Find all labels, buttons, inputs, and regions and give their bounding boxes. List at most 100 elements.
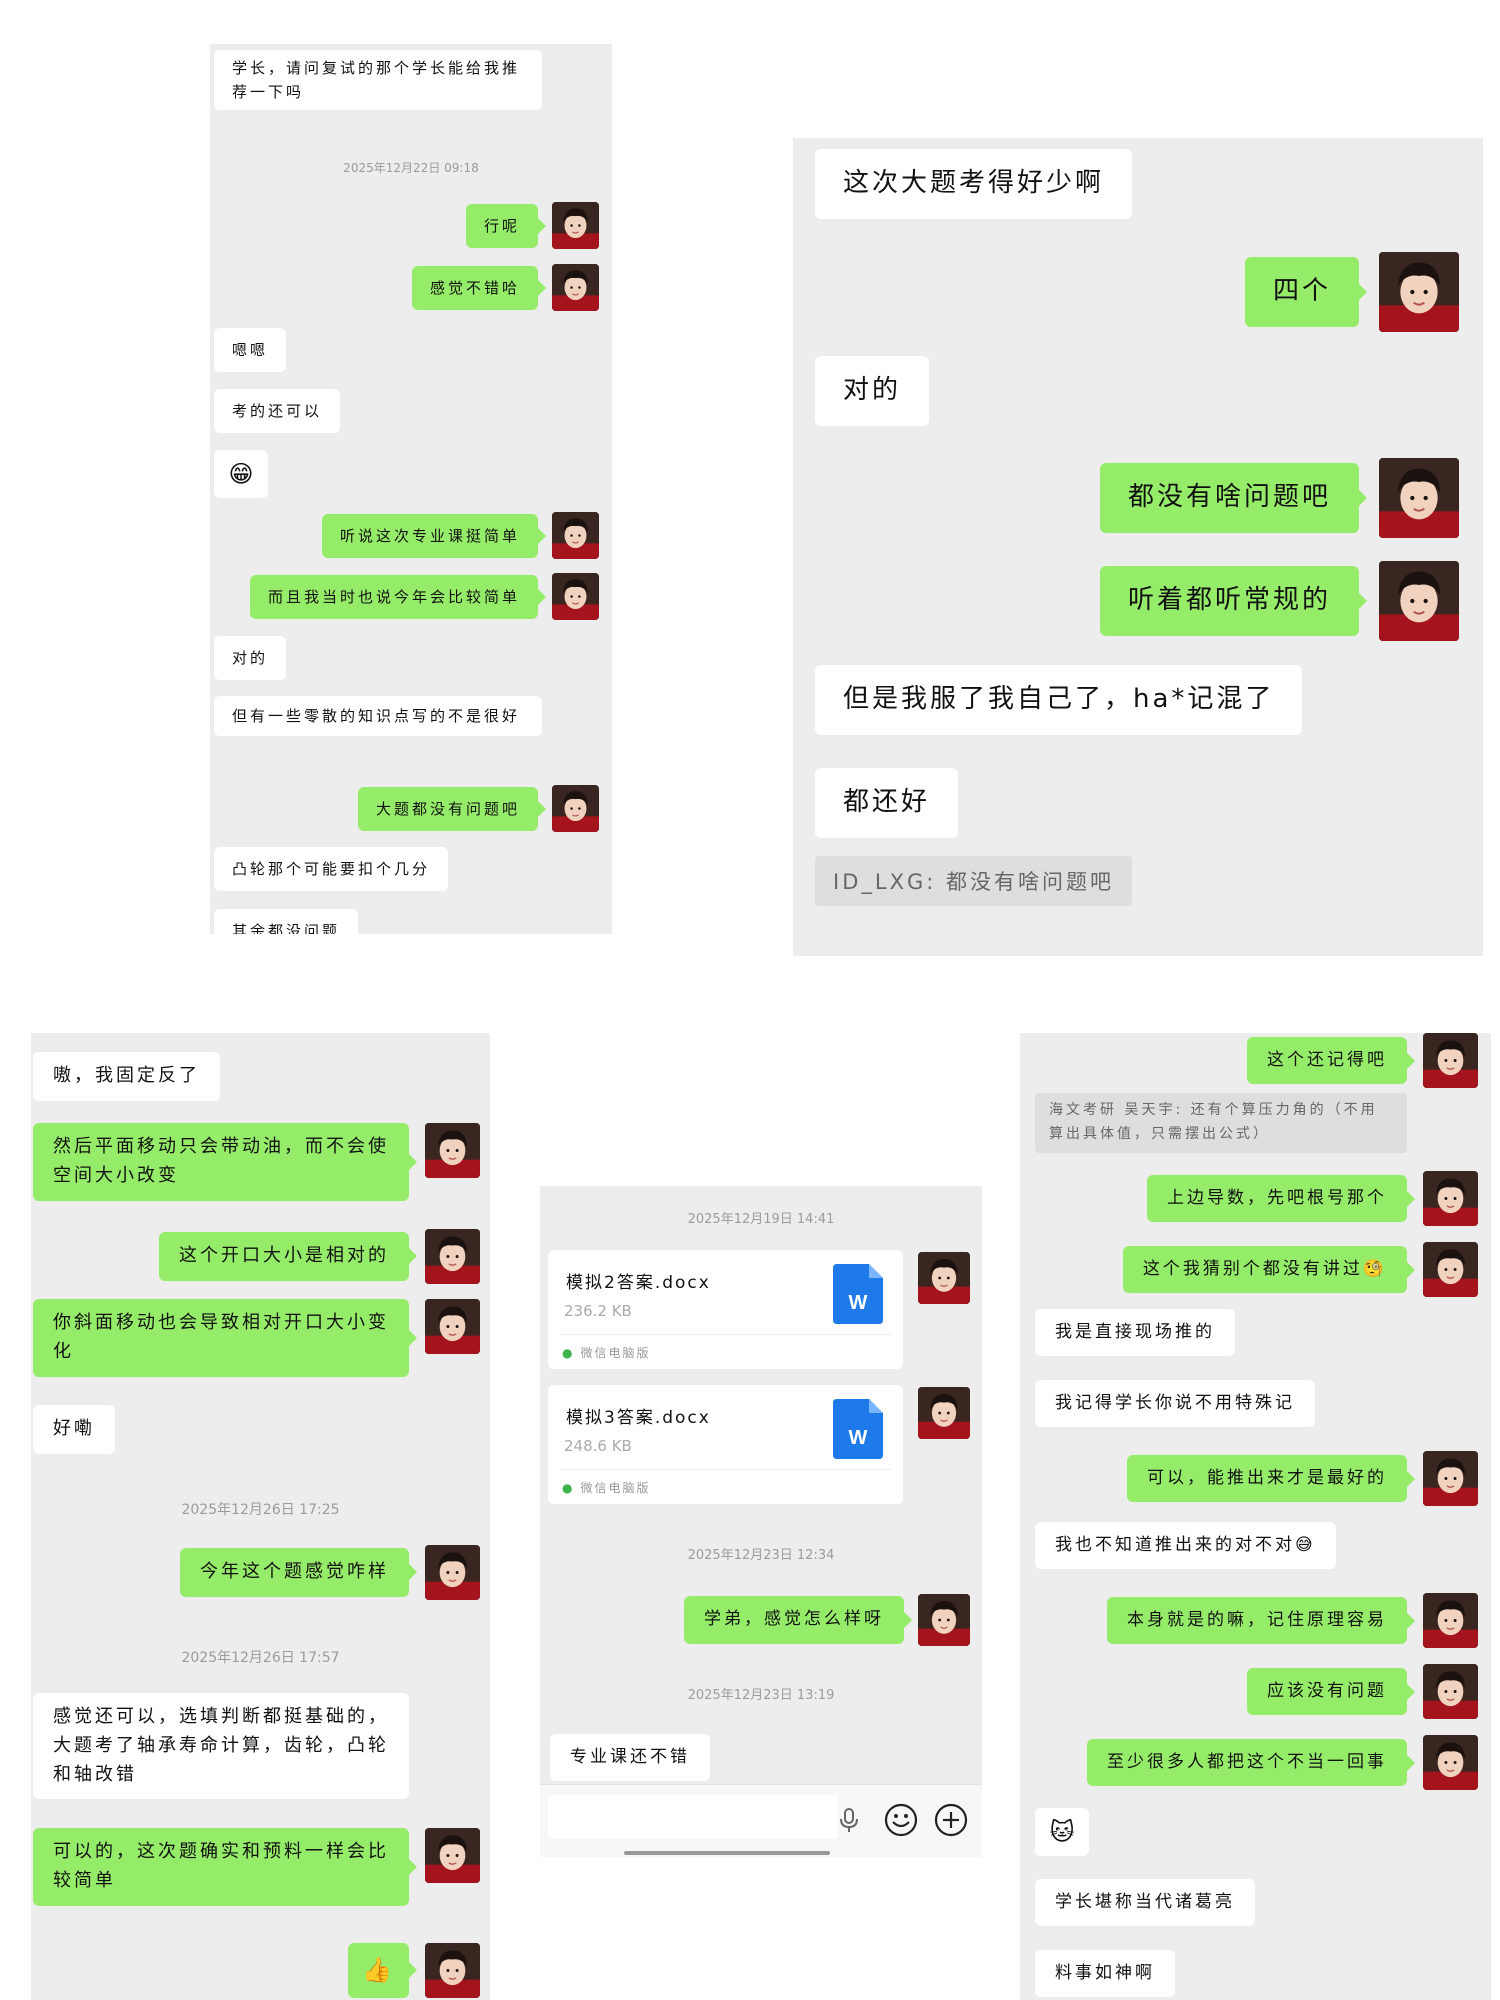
message-bubble: 这个我猜别个都没有讲过🧐 — [1122, 1245, 1416, 1294]
avatar[interactable] — [1423, 1171, 1478, 1226]
avatar[interactable] — [425, 1943, 480, 1998]
message-bubble: 都还好 — [815, 768, 959, 838]
message-bubble: 其余都没问题 — [214, 909, 359, 934]
chat-panel-4: 2025年12月19日 14:41 模拟2答案.docx 236.2 KB ●微… — [540, 1186, 982, 1857]
avatar[interactable] — [425, 1229, 480, 1284]
quoted-reply[interactable]: 海文考研 吴天宇: 还有个算压力角的（不用算出具体值，只需摆出公式） — [1035, 1093, 1407, 1153]
message-bubble: 料事如神啊 — [1035, 1950, 1175, 1998]
message-bubble: 但有一些零散的知识点写的不是很好 — [214, 696, 542, 736]
message-bubble: 嗯嗯 — [214, 328, 287, 372]
home-indicator — [624, 1851, 830, 1855]
message-bubble: 我也不知道推出来的对不对😅 — [1035, 1522, 1336, 1570]
message-bubble: 感觉还可以，选填判断都挺基础的，大题考了轴承寿命计算，齿轮，凸轮和轴改错 — [33, 1693, 409, 1800]
emoji-message: 🐱 — [1035, 1808, 1089, 1856]
message-bubble: 凸轮那个可能要扣个几分 — [214, 847, 449, 891]
message-bubble: 嗷，我固定反了 — [33, 1052, 220, 1101]
message-bubble: 专业课还不错 — [550, 1734, 710, 1782]
message-bubble: 行呢 — [465, 203, 547, 248]
message-bubble: 听说这次专业课挺简单 — [321, 513, 547, 558]
message-bubble: 大题都没有问题吧 — [357, 786, 547, 831]
timestamp: 2025年12月22日 09:18 — [343, 161, 479, 175]
avatar[interactable] — [1379, 561, 1459, 641]
message-bubble: 好嘞 — [33, 1405, 115, 1454]
timestamp: 2025年12月26日 17:57 — [181, 1650, 340, 1666]
avatar[interactable] — [425, 1299, 480, 1354]
avatar[interactable] — [918, 1252, 970, 1304]
file-name: 模拟3答案.docx — [566, 1408, 711, 1428]
avatar[interactable] — [1423, 1033, 1478, 1088]
avatar[interactable] — [552, 785, 599, 832]
mic-icon[interactable] — [838, 1807, 860, 1833]
timestamp: 2025年12月19日 14:41 — [687, 1212, 835, 1227]
avatar[interactable] — [425, 1545, 480, 1600]
wechat-icon: ● — [562, 1345, 575, 1360]
avatar[interactable] — [1423, 1242, 1478, 1297]
input-bar — [540, 1784, 982, 1857]
thumbs-up-emoji: 👍 — [348, 1943, 417, 1998]
avatar[interactable] — [918, 1387, 970, 1439]
timestamp: 2025年12月23日 13:19 — [687, 1688, 835, 1703]
file-source: ●微信电脑版 — [562, 1345, 651, 1361]
quoted-reply[interactable]: ID_LXG: 都没有啥问题吧 — [815, 856, 1132, 906]
avatar[interactable] — [425, 1828, 480, 1883]
message-bubble: 这个开口大小是相对的 — [159, 1232, 417, 1281]
timestamp: 2025年12月26日 17:25 — [181, 1502, 340, 1518]
message-bubble: 四个 — [1244, 257, 1368, 327]
message-input[interactable] — [548, 1795, 838, 1839]
avatar[interactable] — [552, 573, 599, 620]
chat-panel-3: 嗷，我固定反了 然后平面移动只会带动油，而不会使空间大小改变 这个开口大小是相对… — [31, 1033, 490, 2000]
message-bubble: 都没有啥问题吧 — [1099, 463, 1368, 533]
avatar[interactable] — [1423, 1664, 1478, 1719]
message-bubble: 对的 — [815, 356, 930, 426]
message-bubble: 可以，能推出来才是最好的 — [1127, 1454, 1415, 1503]
message-bubble: 这个还记得吧 — [1247, 1036, 1415, 1085]
message-bubble: 我是直接现场推的 — [1035, 1309, 1235, 1357]
message-bubble: 学长堪称当代诸葛亮 — [1035, 1879, 1255, 1927]
avatar[interactable] — [1379, 458, 1459, 538]
message-bubble: 对的 — [214, 636, 287, 680]
emoji-icon[interactable] — [884, 1803, 918, 1837]
avatar[interactable] — [552, 512, 599, 559]
message-bubble: 上边导数，先吧根号那个 — [1147, 1174, 1415, 1223]
avatar[interactable] — [918, 1594, 970, 1646]
chat-panel-5: 这个还记得吧 海文考研 吴天宇: 还有个算压力角的（不用算出具体值，只需摆出公式… — [1020, 1033, 1491, 2000]
file-size: 236.2 KB — [564, 1302, 632, 1320]
avatar[interactable] — [552, 264, 599, 311]
avatar[interactable] — [425, 1123, 480, 1178]
divider — [560, 1469, 891, 1470]
plus-icon[interactable] — [934, 1803, 968, 1837]
avatar[interactable] — [552, 202, 599, 249]
message-bubble: 本身就是的嘛，记住原理容易 — [1107, 1596, 1415, 1645]
avatar[interactable] — [1423, 1593, 1478, 1648]
emoji-message: 😁 — [214, 450, 268, 498]
message-bubble: 今年这个题感觉咋样 — [180, 1548, 417, 1597]
message-bubble: 考的还可以 — [214, 389, 341, 433]
message-bubble: 应该没有问题 — [1247, 1667, 1415, 1716]
message-bubble: 感觉不错哈 — [411, 265, 547, 310]
message-bubble: 而且我当时也说今年会比较简单 — [249, 574, 547, 619]
avatar[interactable] — [1379, 252, 1459, 332]
wechat-icon: ● — [562, 1480, 575, 1495]
divider — [560, 1334, 891, 1335]
word-doc-icon — [833, 1264, 883, 1324]
file-message[interactable]: 模拟2答案.docx 236.2 KB ●微信电脑版 — [548, 1250, 903, 1369]
timestamp: 2025年12月23日 12:34 — [687, 1548, 835, 1563]
message-bubble: 我记得学长你说不用特殊记 — [1035, 1380, 1315, 1428]
avatar[interactable] — [1423, 1451, 1478, 1506]
message-bubble: 这次大题考得好少啊 — [815, 149, 1133, 219]
chat-panel-2: 这次大题考得好少啊 四个 对的 都没有啥问题吧 听着都听常规的 但是我服了我自己… — [793, 138, 1483, 956]
file-size: 248.6 KB — [564, 1437, 632, 1455]
message-bubble: 至少很多人都把这个不当一回事 — [1087, 1738, 1415, 1787]
message-bubble: 学长，请问复试的那个学长能给我推荐一下吗 — [214, 50, 542, 110]
message-bubble: 然后平面移动只会带动油，而不会使空间大小改变 — [33, 1123, 417, 1201]
avatar[interactable] — [1423, 1735, 1478, 1790]
file-message[interactable]: 模拟3答案.docx 248.6 KB ●微信电脑版 — [548, 1385, 903, 1504]
word-doc-icon — [833, 1399, 883, 1459]
file-name: 模拟2答案.docx — [566, 1273, 711, 1293]
message-bubble: 可以的，这次题确实和预料一样会比较简单 — [33, 1828, 417, 1906]
file-source: ●微信电脑版 — [562, 1480, 651, 1496]
message-bubble: 你斜面移动也会导致相对开口大小变化 — [33, 1299, 417, 1377]
chat-panel-1: 学长，请问复试的那个学长能给我推荐一下吗 2025年12月22日 09:18 行… — [210, 44, 612, 934]
message-bubble: 学弟，感觉怎么样呀 — [684, 1596, 912, 1644]
message-bubble: 听着都听常规的 — [1099, 566, 1368, 636]
